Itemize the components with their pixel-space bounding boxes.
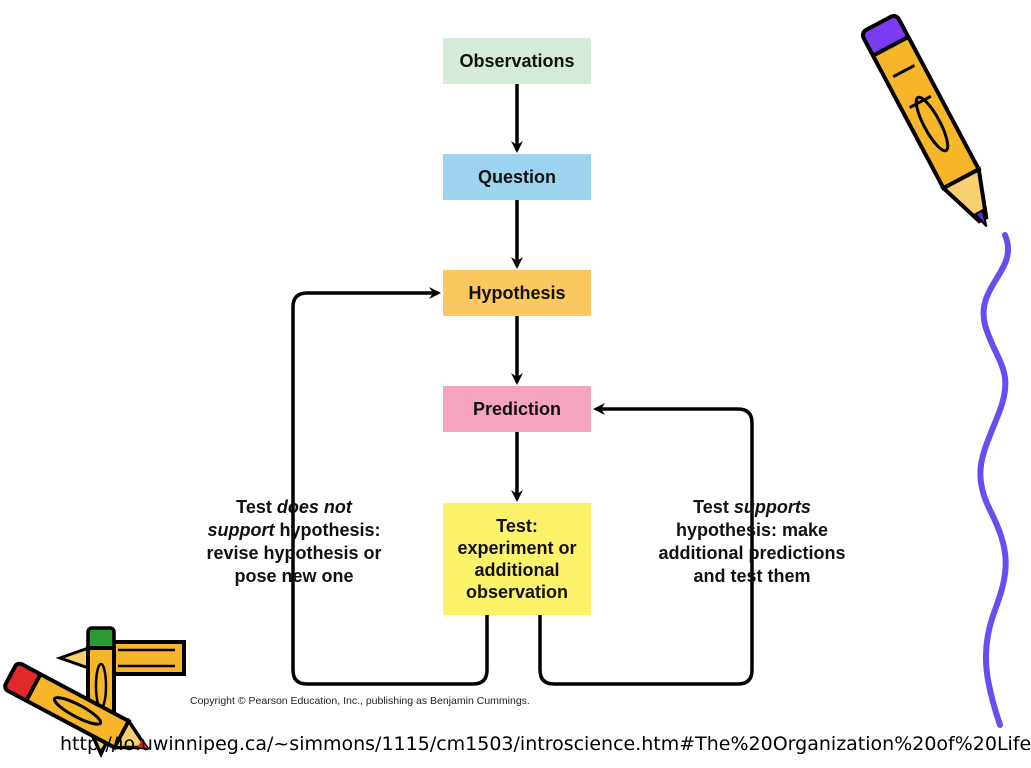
note-test-supports: Test supports hypothesis: make additiona…	[632, 496, 872, 588]
loop-arrow-revise-hypothesis	[291, 287, 489, 686]
hypothesis-box: Hypothesis	[443, 270, 591, 316]
test-label-line1: Test:	[496, 516, 538, 536]
test-box: Test: experiment or additional observati…	[443, 503, 591, 615]
question-label: Question	[477, 166, 556, 187]
prediction-box: Prediction	[443, 386, 591, 432]
prediction-label: Prediction	[472, 398, 561, 419]
note-right-line4: and test them	[693, 566, 811, 586]
note-test-does-not-support: Test does not support hypothesis: revise…	[184, 496, 404, 588]
source-url-text: http://io.uwinnipeg.ca/~simmons/1115/cm1…	[60, 733, 1031, 755]
pencils-clipart-icon	[3, 626, 186, 759]
test-label-line3: additional	[474, 560, 560, 580]
note-left-line4: pose new one	[234, 566, 354, 586]
test-label: Test: experiment or additional observati…	[457, 515, 576, 603]
test-label-line2: experiment or	[457, 538, 577, 558]
observations-label: Observations	[459, 50, 575, 71]
note-left-text-1: Test	[236, 497, 277, 517]
pencil-clipart-icon	[860, 14, 989, 228]
note-right-line2: hypothesis: make	[675, 520, 829, 540]
note-right-line3: additional predictions	[658, 543, 846, 563]
wavy-line	[977, 232, 1012, 728]
note-left-text-2: hypothesis:	[274, 520, 381, 540]
note-left-italic-1: does not	[276, 497, 352, 517]
note-right-italic-1: supports	[733, 497, 811, 517]
note-right-text-1: Test	[693, 497, 734, 517]
observations-box: Observations	[443, 38, 591, 84]
note-left-italic-2: support	[207, 520, 275, 540]
loop-arrow-new-predictions	[538, 403, 754, 686]
question-box: Question	[443, 154, 591, 200]
copyright-text: Copyright © Pearson Education, Inc., pub…	[190, 695, 530, 707]
hypothesis-label: Hypothesis	[468, 282, 566, 303]
test-label-line4: observation	[465, 582, 568, 602]
note-left-line3: revise hypothesis or	[206, 543, 382, 563]
